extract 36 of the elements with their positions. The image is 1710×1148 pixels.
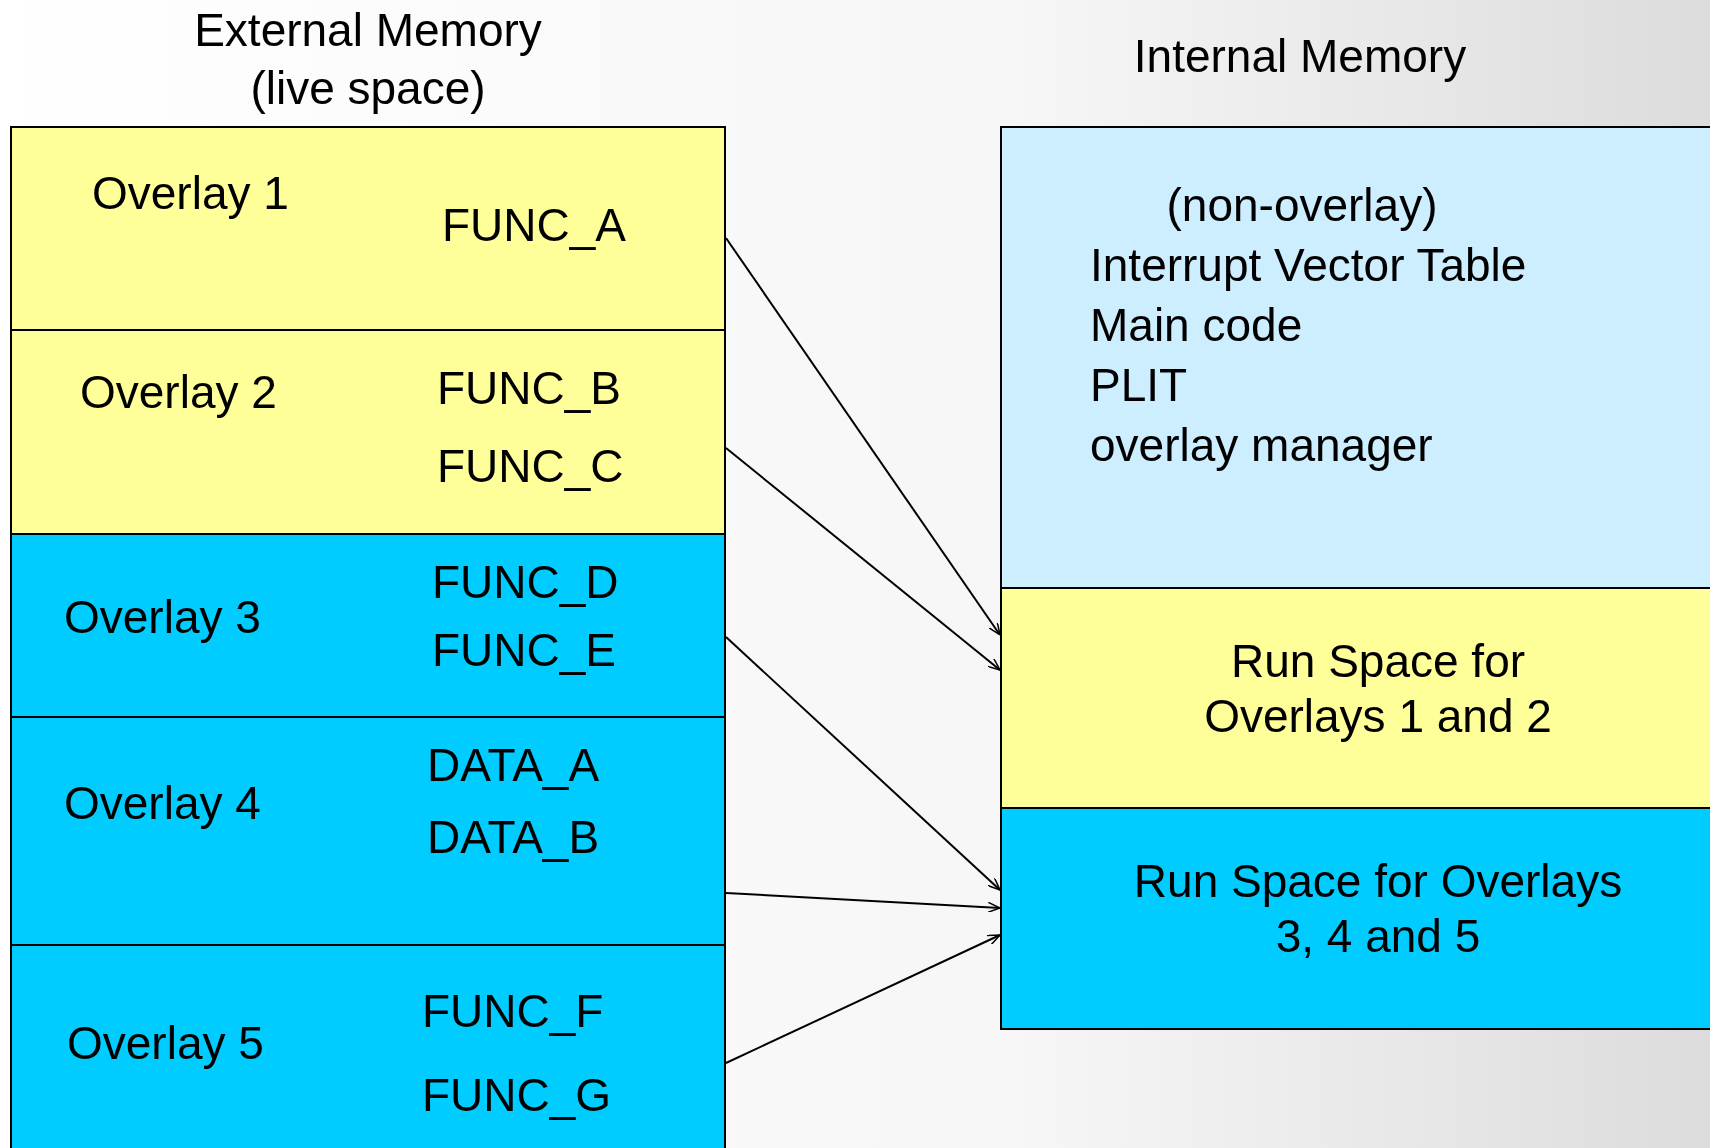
memory-heading: External Memory (live space): [193, 3, 543, 116]
memory-heading: Internal Memory: [1132, 29, 1468, 84]
arrow: [725, 934, 1001, 1064]
arrow: [725, 636, 1001, 891]
region-item: PLIT: [1090, 358, 1188, 413]
section-name: DATA_A: [427, 738, 600, 793]
region-item: Main code: [1090, 298, 1303, 353]
run-space-region: [1000, 807, 1710, 1030]
section-name: FUNC_E: [432, 623, 617, 678]
overlay-region: [10, 533, 726, 718]
overlay-label: Overlay 2: [80, 365, 277, 420]
section-name: DATA_B: [427, 810, 600, 865]
region-item: overlay manager: [1090, 418, 1433, 473]
section-name: FUNC_B: [437, 361, 622, 416]
section-name: FUNC_A: [442, 198, 627, 253]
arrow: [725, 237, 1001, 636]
region-label: Run Space for Overlays 1 and 2: [1203, 634, 1553, 745]
memory-region: [1000, 126, 1710, 589]
overlay-label: Overlay 4: [64, 776, 261, 831]
section-name: FUNC_G: [422, 1068, 612, 1123]
overlay-region: [10, 716, 726, 946]
overlay-region: [10, 944, 726, 1148]
overlay-region: [10, 126, 726, 331]
overlay-label: Overlay 1: [92, 166, 289, 221]
section-name: FUNC_D: [432, 555, 619, 610]
arrow: [725, 447, 1001, 671]
overlay-region: [10, 329, 726, 535]
run-space-region: [1000, 587, 1710, 809]
arrow: [725, 892, 1001, 914]
overlay-label: Overlay 5: [67, 1016, 264, 1071]
region-item: Interrupt Vector Table: [1090, 238, 1527, 293]
overlay-label: Overlay 3: [64, 590, 261, 645]
region-label: Run Space for Overlays 3, 4 and 5: [1132, 854, 1624, 965]
region-label: (non-overlay): [1165, 178, 1439, 233]
section-name: FUNC_C: [437, 439, 624, 494]
section-name: FUNC_F: [422, 984, 604, 1039]
